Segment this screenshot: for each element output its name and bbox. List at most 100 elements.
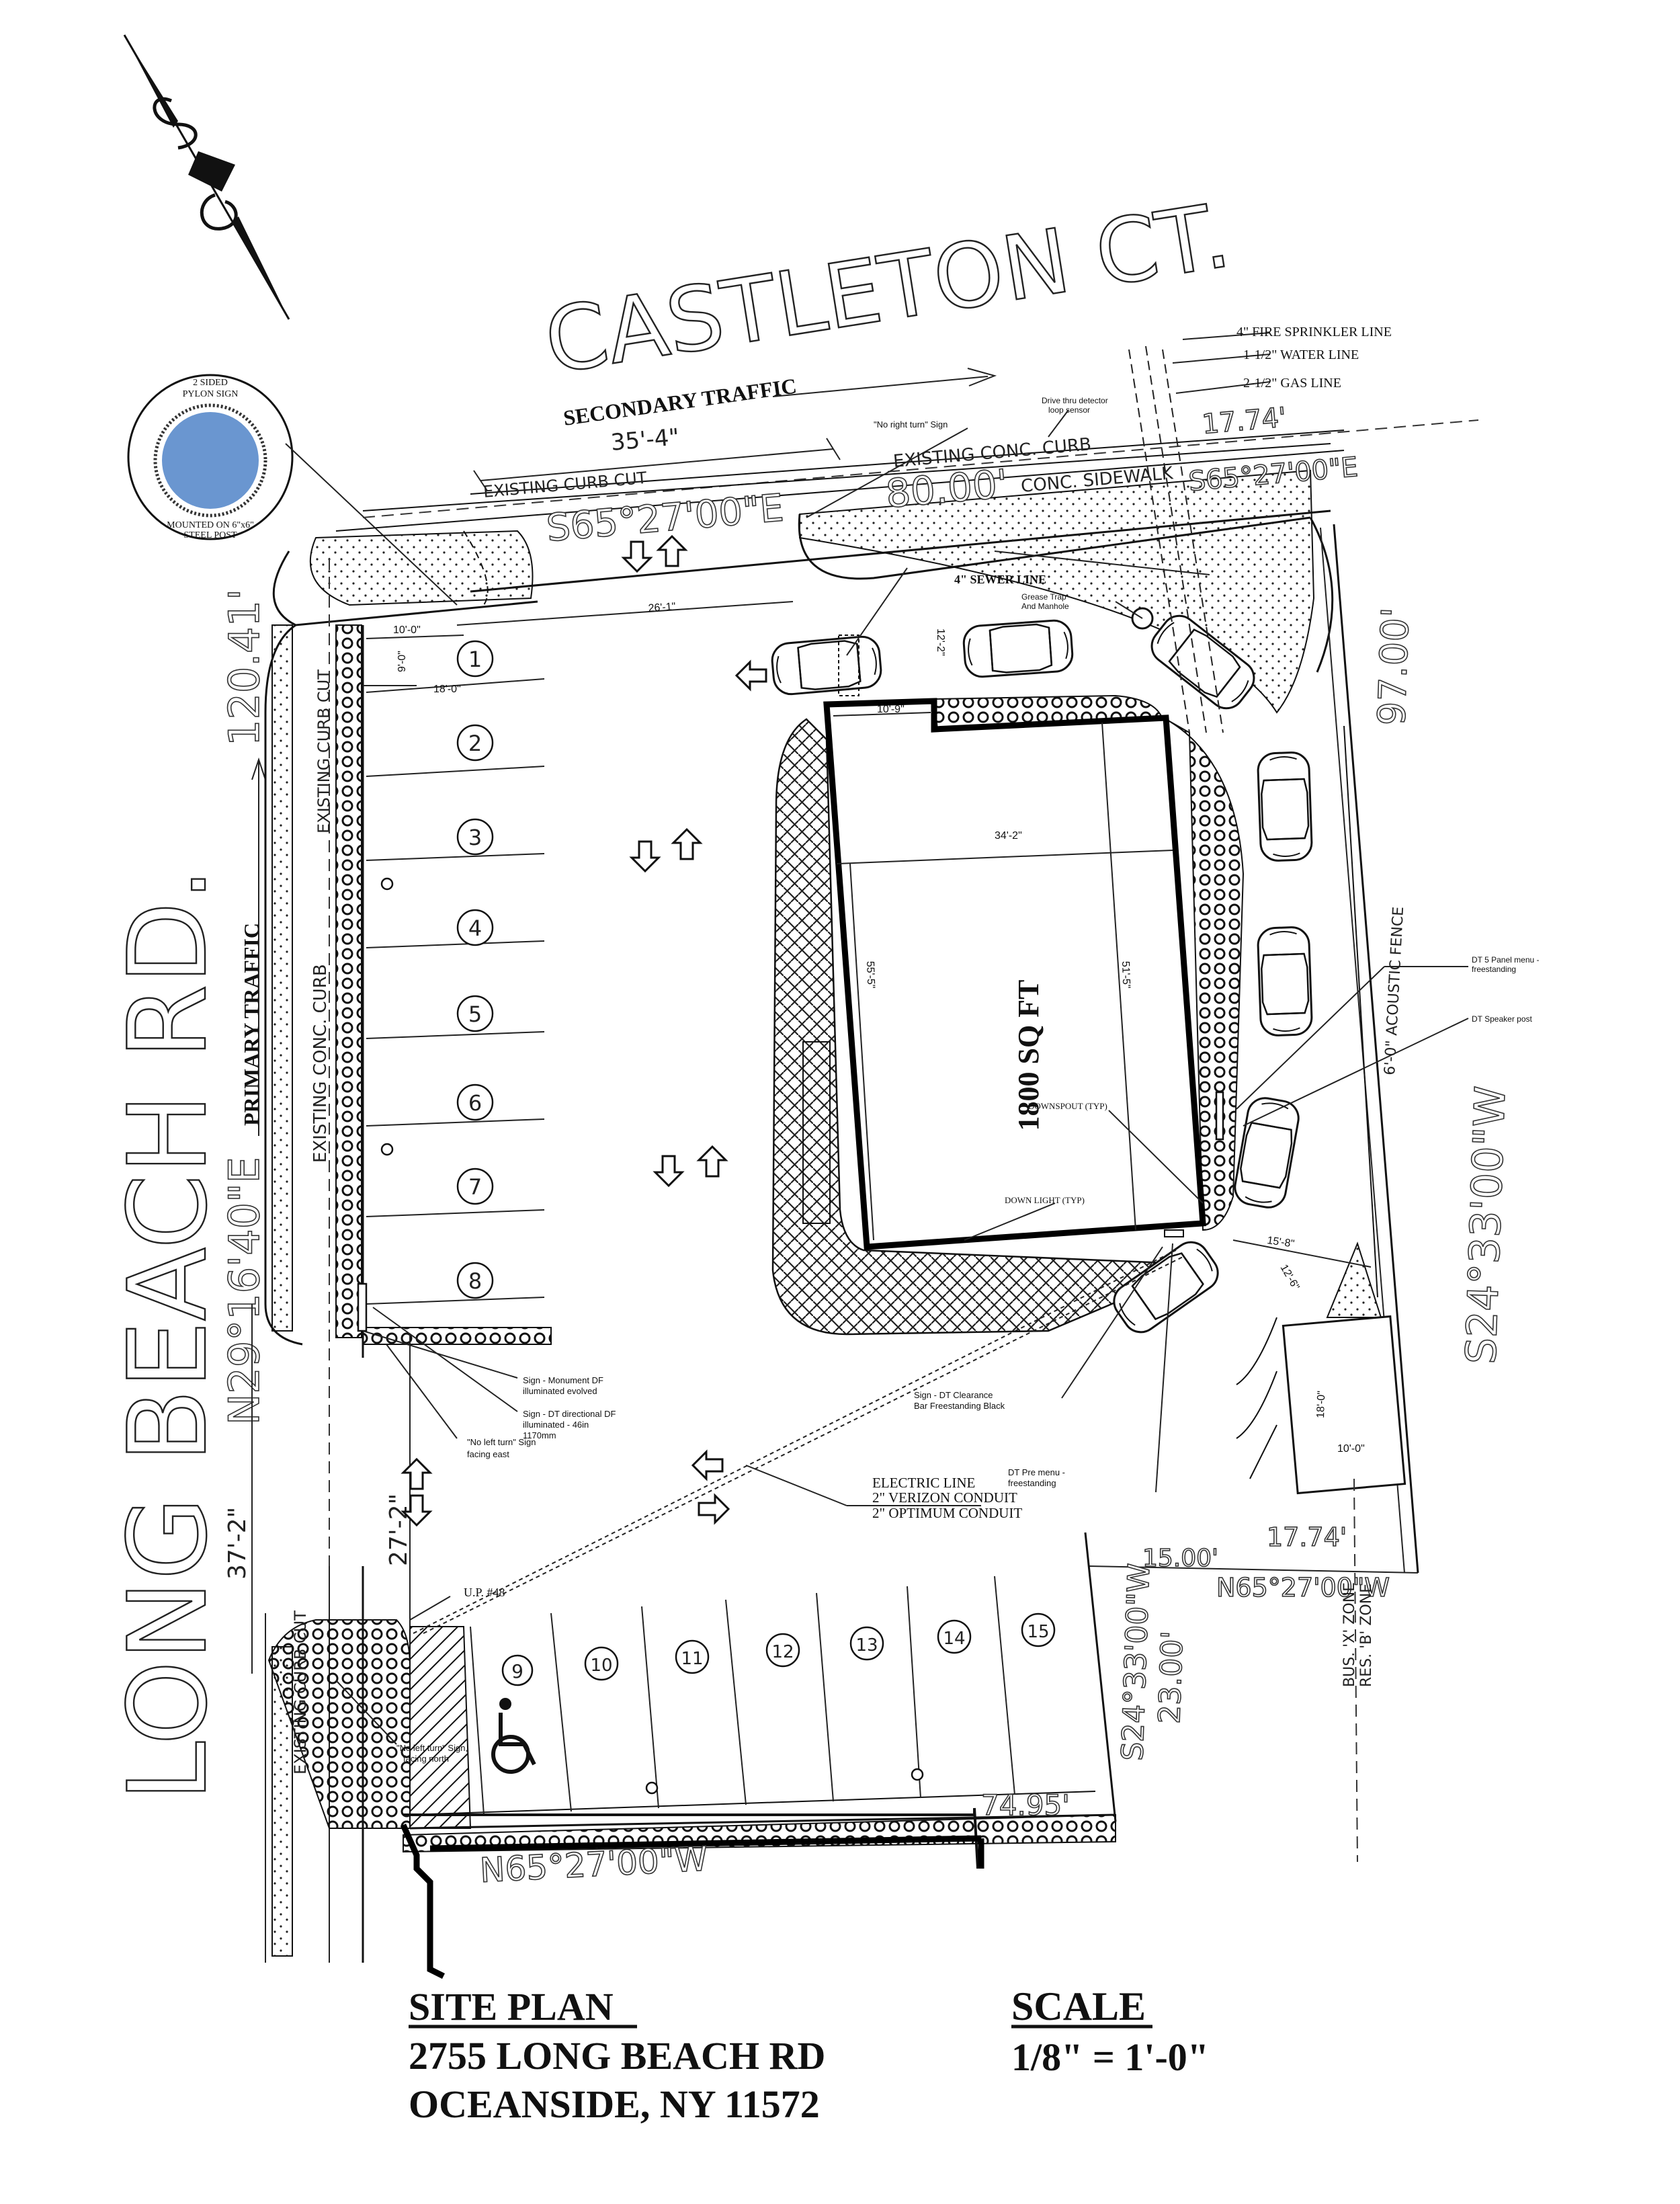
right-bearing: S24°33'00"W: [1456, 1085, 1515, 1364]
arrow-down-icon: [654, 1155, 683, 1187]
stall-number-12: 12: [765, 1633, 800, 1668]
fence-label: 6'-0" ACOUSTIC FENCE: [1382, 906, 1407, 1075]
dim-15-8: 15'-8": [1266, 1235, 1295, 1250]
dim-35-4: 35'-4": [473, 423, 841, 491]
gas-line-label: 2-1/2" GAS LINE: [1243, 376, 1341, 391]
svg-text:1: 1: [468, 647, 482, 672]
curb-cut-bottom-label: EXISTING CURB CUT: [291, 1610, 310, 1774]
top-length: 80.00': [884, 460, 1009, 517]
grease-trap-label: Grease Trap: [1021, 592, 1066, 602]
monument-sign-label: Sign - Monument DF: [523, 1375, 603, 1385]
dt-pre-menu-label: DT Pre menu -: [1008, 1467, 1065, 1477]
conc-curb-left-label: EXISTING CONC. CURB: [310, 964, 331, 1163]
svg-text:10: 10: [590, 1656, 612, 1676]
svg-text:15: 15: [1027, 1622, 1049, 1642]
arrow-down-icon: [622, 540, 652, 573]
mid-bearing: N65°27'00"W: [1216, 1573, 1390, 1602]
dim-10-0b: 10'-0": [1337, 1443, 1365, 1455]
stall-number-11: 11: [675, 1639, 710, 1674]
svg-text:9: 9: [511, 1660, 523, 1682]
monument-sign-label-2: illuminated evolved: [523, 1386, 597, 1396]
car-queue-4: [1256, 751, 1314, 862]
svg-text:5: 5: [468, 1002, 482, 1027]
svg-text:MOUNTED ON 6"x6": MOUNTED ON 6"x6": [167, 520, 254, 530]
pylon-sign-face: [162, 412, 259, 509]
no-left-turn-north-label-2: facing north: [403, 1754, 449, 1764]
svg-text:3: 3: [468, 825, 482, 850]
dt-clearance-label-2: Bar Freestanding Black: [914, 1401, 1005, 1411]
pylon-sign: 2 SIDED PYLON SIGN MOUNTED ON 6"x6" STEE…: [127, 374, 458, 606]
arrow-up-icon: [698, 1145, 727, 1178]
building: [802, 698, 1206, 1250]
svg-text:8: 8: [468, 1268, 482, 1294]
curb-cut-left-label: EXISTING CURB CUT: [314, 669, 333, 833]
fire-sprinkler-label: 4" FIRE SPRINKLER LINE: [1236, 325, 1392, 339]
stall-number-4: 4: [456, 909, 494, 946]
dim-34-2: 34'-2": [995, 830, 1022, 842]
left-length: 120.41': [220, 589, 269, 746]
arrow-up-icon: [402, 1458, 431, 1490]
stall-number-15: 15: [1021, 1613, 1056, 1647]
detector-loop: [838, 635, 859, 696]
svg-text:2 SIDED: 2 SIDED: [193, 378, 228, 388]
car-queue-5: [1256, 926, 1314, 1037]
title-address: 2755 LONG BEACH RD: [409, 2034, 825, 2078]
sign-leaders: [335, 1307, 981, 1745]
svg-text:12: 12: [771, 1642, 794, 1662]
mid-right-length: 17.74': [1267, 1522, 1347, 1552]
svg-text:14: 14: [943, 1629, 965, 1649]
secondary-traffic-arrow: [772, 368, 997, 397]
dim-12-6: 12'-6": [1278, 1263, 1302, 1293]
street-name-long-beach: LONG BEACH RD.: [105, 867, 230, 1801]
grease-trap-label-2: And Manhole: [1021, 602, 1069, 611]
utility-pole-label: U.P. #48: [464, 1586, 505, 1599]
dim-10-0: 10'-0": [393, 624, 421, 636]
top-right-length: 17.74': [1201, 402, 1288, 440]
svg-text:37'-2": 37'-2": [224, 1507, 251, 1580]
stall-number-13: 13: [849, 1626, 884, 1661]
zone-bus-x: BUS. 'X' ZONE: [1341, 1582, 1358, 1687]
left-frontage: [264, 558, 552, 1963]
optimum-conduit-label: 2" OPTIMUM CONDUIT: [872, 1505, 1022, 1521]
downspout-label: DOWNSPOUT (TYP): [1028, 1101, 1107, 1111]
svg-text:6: 6: [468, 1090, 482, 1116]
equipment-leaders: [964, 966, 1469, 1493]
zone-res-b: RES. 'B' ZONE: [1358, 1584, 1375, 1687]
arrow-left-icon: [691, 1451, 724, 1480]
stall-number-7: 7: [456, 1168, 494, 1205]
verizon-conduit-label: 2" VERIZON CONDUIT: [872, 1489, 1017, 1506]
car-queue-7: [1106, 1234, 1226, 1340]
stall-number-9: 9: [501, 1654, 534, 1686]
dt-pre-menu-label-2: freestanding: [1008, 1478, 1056, 1488]
svg-text:PYLON SIGN: PYLON SIGN: [183, 389, 239, 399]
car-queue-6: [1231, 1094, 1302, 1211]
arrow-left-icon: [735, 661, 767, 690]
title-block: SITE PLAN 2755 LONG BEACH RD OCEANSIDE, …: [409, 1984, 1209, 2126]
svg-text:26'-1": 26'-1": [648, 601, 676, 614]
directional-sign-label-3: 1170mm: [523, 1430, 556, 1440]
stall-number-5: 5: [456, 995, 494, 1032]
dt5-menu-label-2: freestanding: [1472, 965, 1516, 974]
dim-37-2: 37'-2": [224, 1304, 253, 1674]
dt-speaker-label: DT Speaker post: [1472, 1014, 1532, 1024]
dt5-menu-label: DT 5 Panel menu -: [1472, 955, 1540, 965]
dim-27-2: 27'-2": [385, 1334, 413, 1627]
svg-text:13: 13: [855, 1635, 878, 1656]
arrow-up-icon: [657, 535, 687, 567]
scale-label: SCALE: [1011, 1984, 1146, 2029]
sewer-line-label: 4" SEWER LINE: [954, 573, 1046, 586]
water-line-label: 1-1/2" WATER LINE: [1243, 348, 1359, 362]
accessible-parking-icon: [491, 1698, 536, 1774]
left-bearing: N29°16'40"E: [220, 1157, 269, 1425]
title-city: OCEANSIDE, NY 11572: [409, 2082, 820, 2126]
stall-number-14: 14: [937, 1619, 972, 1654]
dim-9-0: 9'-0": [396, 651, 408, 672]
dim-10-9: 10'-9": [877, 704, 905, 715]
building-area-label: 1800 SQ FT: [1012, 980, 1045, 1131]
title-site-plan: SITE PLAN: [409, 1985, 614, 2029]
primary-traffic-label: PRIMARY TRAFFIC: [239, 923, 263, 1126]
no-left-turn-north-label: "No left turn" Sign,: [396, 1743, 468, 1753]
car-queue-2: [962, 618, 1075, 679]
